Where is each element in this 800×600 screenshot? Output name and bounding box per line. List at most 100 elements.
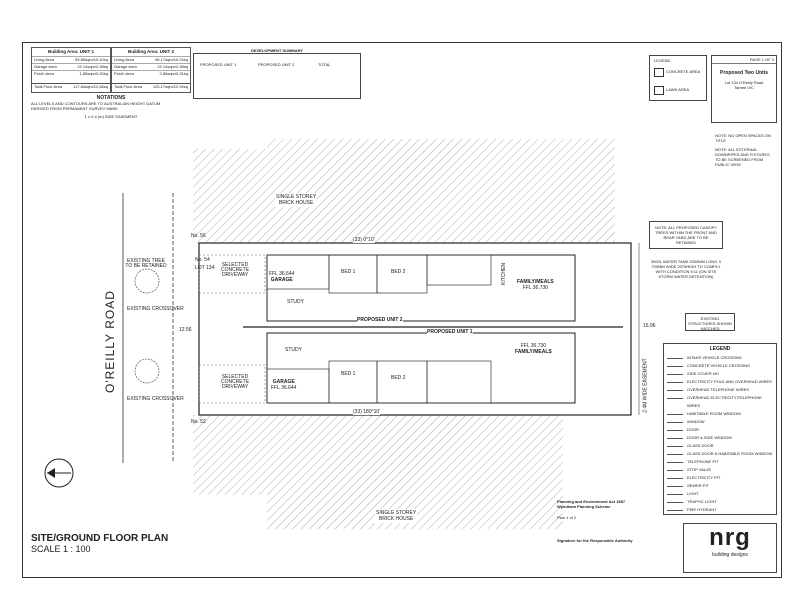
company-logo: nrg building designs xyxy=(683,523,777,573)
lot-number: LOT 134 xyxy=(195,265,215,271)
legend-item-label: OVERHEAD TELEPHONE WIRES xyxy=(687,387,749,392)
lawn-swatch xyxy=(654,86,664,95)
room-label-bed2: BED 2 xyxy=(391,375,406,381)
unit2-footprint xyxy=(266,254,576,322)
legend-symbol xyxy=(667,482,683,487)
bearing-top: (33) 0°10' xyxy=(353,237,375,243)
neighbour-lot-bottom-left xyxy=(193,415,267,495)
legend-symbol xyxy=(667,410,683,415)
legend-list: INTAKE VEHICLE CROSSING CONCRETE VEHICLE … xyxy=(664,354,776,514)
legend-symbol xyxy=(667,394,683,399)
address-line: Lot 134 O'Reilly Road xyxy=(724,80,764,85)
legend-item: WINDOW xyxy=(664,418,776,426)
legend-symbol xyxy=(667,450,683,455)
legend-item-label: DOOR xyxy=(687,427,699,432)
note-canopy-trees: NOTE: ALL PROPOSED CANOPY TREES WITHIN T… xyxy=(649,221,723,249)
legend-item: GLASS DOOR xyxy=(664,442,776,450)
legend-item-label: STOP VALVE xyxy=(687,467,712,472)
room-label-bed2: BED 2 xyxy=(391,269,406,275)
legend-item: FIRE HYDRANT xyxy=(664,506,776,514)
site-plan-drawing xyxy=(44,139,640,529)
legend-symbol xyxy=(667,386,683,391)
legend-item: DOOR & SIDE WINDOW xyxy=(664,434,776,442)
tree-symbol xyxy=(134,358,160,384)
unit2-label: PROPOSED UNIT 2 xyxy=(357,317,403,323)
legend-symbol xyxy=(667,362,683,367)
note-existing-structures: EXISTING STRUCTURES SHOWN HATCHED xyxy=(685,313,735,331)
notation-line: ALL LEVELS AND CONTOURS ARE TO AUSTRALIA… xyxy=(31,101,161,106)
plan-number: Plan 1 of 2 xyxy=(557,515,577,520)
dimension-right: 15.96 xyxy=(643,323,656,329)
notation-line: 1 x 0.4 (m) SIDE EASEMENT xyxy=(84,114,138,119)
lot-number-54: No. 54 xyxy=(195,257,210,263)
legend-symbol xyxy=(667,506,683,511)
area-table-title: Building Area: UNIT 1 xyxy=(47,49,95,54)
legend-item-label: FIRE HYDRANT xyxy=(687,507,717,512)
legend-item: STOP VALVE xyxy=(664,466,776,474)
planning-stamp: Planning and Environment Act 1987 Wyndha… xyxy=(557,499,657,543)
dev-summary-col: PROPOSED UNIT 1 xyxy=(200,62,237,67)
driveway-unit2 xyxy=(198,254,266,294)
legend-symbol xyxy=(667,370,683,375)
legend-title: LEGEND xyxy=(709,346,731,352)
north-arrow xyxy=(44,458,74,488)
legend-item: CONCRETE VEHICLE CROSSING xyxy=(664,362,776,370)
notations-block: NOTATIONS ALL LEVELS AND CONTOURS ARE TO… xyxy=(31,95,191,129)
unit1-bath xyxy=(426,360,492,404)
legend-symbol xyxy=(667,426,683,431)
legend-symbol xyxy=(667,474,683,479)
legend-item-label: DOOR & SIDE WINDOW xyxy=(687,435,732,440)
easement-label: 2.4M WIDE EASEMENT xyxy=(642,358,649,413)
legend-item-label: SEWER PIT xyxy=(687,483,710,488)
legend-symbol xyxy=(667,378,683,383)
room-label-study: STUDY xyxy=(287,299,304,305)
lot-number-56: No. 56 xyxy=(191,233,206,239)
legend-symbol xyxy=(667,458,683,463)
legend-box-title: LEGEND xyxy=(654,58,671,63)
neighbour-lot-top xyxy=(267,139,615,243)
legend-symbol xyxy=(667,418,683,423)
legend-item-label: ELECTRICITY PIT xyxy=(687,475,721,480)
legend-symbol xyxy=(667,442,683,447)
dimension-left: 12.56 xyxy=(179,327,192,333)
area-table-title: Building Area: UNIT 2 xyxy=(127,49,175,54)
legend-item: OVERHEAD TELEPHONE WIRES xyxy=(664,386,776,394)
driveway-unit1 xyxy=(198,364,266,404)
unit2-kitchen xyxy=(426,254,492,286)
legend-item: SEWER PIT xyxy=(664,482,776,490)
legend-item-label: INTAKE VEHICLE CROSSING xyxy=(687,355,742,360)
note-open-space: NOTE: NO OPEN SPACES ON TITLE xyxy=(715,133,771,143)
legend-panel: LEGEND INTAKE VEHICLE CROSSING CONCRETE V… xyxy=(663,343,777,515)
plan-title-block: SITE/GROUND FLOOR PLAN SCALE 1 : 100 xyxy=(31,533,168,554)
logo-mark: nrg xyxy=(709,524,751,551)
neighbour-lot-top-left xyxy=(193,149,267,243)
driveway-label: SELECTED CONCRETE DRIVEWAY xyxy=(220,262,250,278)
legend-item: ELECTRICITY POLE AND OVERHEAD WIRES xyxy=(664,378,776,386)
unit1-label: PROPOSED UNIT 1 xyxy=(427,329,473,335)
tree-label: EXISTING TREE TO BE RETAINED xyxy=(125,258,167,269)
legend-item-label: HABITABLE ROOM WINDOW xyxy=(687,411,741,416)
signature-caption: Signature for the Responsible Authority xyxy=(557,538,633,543)
legend-item: INTAKE VEHICLE CROSSING xyxy=(664,354,776,362)
dev-summary-col: TOTAL xyxy=(318,62,331,67)
legend-item: ELECTRICITY PIT xyxy=(664,474,776,482)
plan-scale: SCALE 1 : 100 xyxy=(31,544,91,554)
legend-item: OVERHEAD ELECTRICITY/TELEPHONE WIRES xyxy=(664,394,776,410)
legend-item: HABITABLE ROOM WINDOW xyxy=(664,410,776,418)
note-water-tank: 3000L WATER TANK 2000MM LONG X 700MM WID… xyxy=(650,259,722,279)
dev-summary-col: PROPOSED UNIT 2 xyxy=(258,62,295,67)
title-block: PAGE 1 OF 2 Proposed Two Units Lot 134 O… xyxy=(711,55,777,123)
room-label-study: STUDY xyxy=(285,347,302,353)
